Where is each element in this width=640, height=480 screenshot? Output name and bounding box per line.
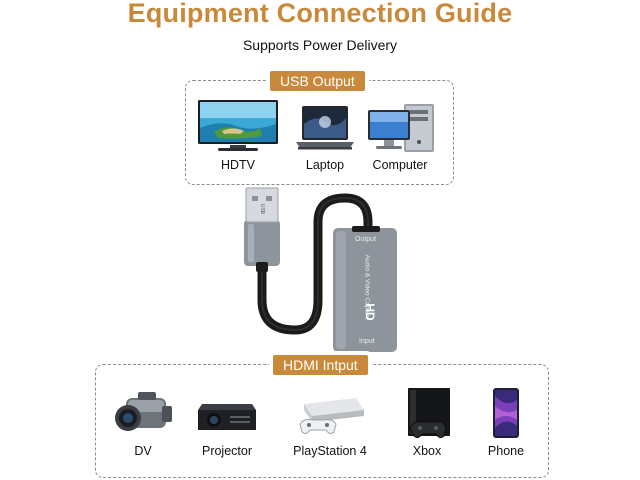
device-projector: Projector xyxy=(182,386,272,458)
phone-icon xyxy=(493,388,519,438)
device-dv: DV xyxy=(98,386,188,458)
projector-icon xyxy=(198,404,256,430)
adapter-input-label: Input xyxy=(359,338,375,345)
device-label: Projector xyxy=(201,444,253,458)
camcorder-icon xyxy=(115,392,172,431)
page-subtitle: Supports Power Delivery xyxy=(242,37,398,53)
device-computer: Computer xyxy=(355,100,445,172)
device-label: HDTV xyxy=(220,158,256,172)
adapter-body xyxy=(333,228,397,352)
computer-icon xyxy=(368,104,434,152)
usb-output-tag: USB Output xyxy=(270,71,365,91)
device-laptop: Laptop xyxy=(280,104,370,172)
adapter-logo: HD xyxy=(363,303,377,321)
hdtv-icon xyxy=(198,100,278,151)
playstation-icon xyxy=(299,398,364,435)
hdmi-input-tag: HDMI Intput xyxy=(273,355,368,375)
device-label: Laptop xyxy=(305,158,345,172)
device-playstation: PlayStation 4 xyxy=(285,386,375,458)
device-label: Xbox xyxy=(412,444,442,458)
device-label: Computer xyxy=(372,158,428,172)
usb-plug-text: USB xyxy=(259,203,265,215)
device-label: PlayStation 4 xyxy=(293,444,367,458)
laptop-icon xyxy=(296,106,354,150)
device-label: Phone xyxy=(487,444,525,458)
adapter-output-label: Output xyxy=(355,236,377,243)
xbox-icon xyxy=(408,388,450,439)
page-title: Equipment Connection Guide xyxy=(127,0,513,28)
device-hdtv: HDTV xyxy=(193,98,283,172)
device-xbox: Xbox xyxy=(382,386,472,458)
device-phone: Phone xyxy=(461,386,551,458)
device-label: DV xyxy=(134,444,152,458)
